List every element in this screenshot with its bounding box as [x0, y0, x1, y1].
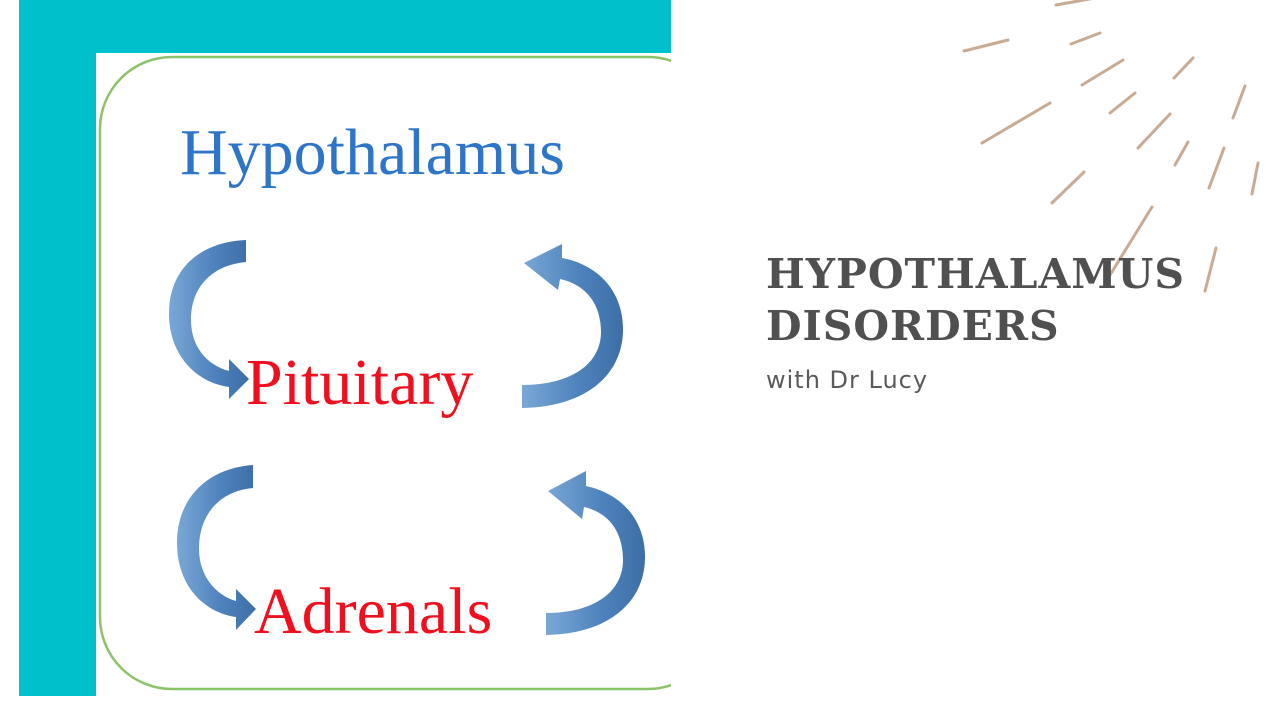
- slide-subtitle: with Dr Lucy: [766, 366, 929, 394]
- slide-title: HYPOTHALAMUS DISORDERS: [766, 248, 1246, 352]
- arrow-adrenals-to-pituitary-icon: [546, 471, 646, 635]
- hypothalamus-label: Hypothalamus: [180, 116, 565, 189]
- pituitary-label: Pituitary: [246, 346, 473, 419]
- hpa-axis-diagram: Hypothalamus Pituitary Adrenals: [96, 53, 671, 696]
- adrenals-label: Adrenals: [254, 575, 492, 648]
- arrow-pituitary-to-adrenals-icon: [176, 465, 256, 630]
- arrow-hypothalamus-to-pituitary-icon: [168, 240, 249, 399]
- title-line-2: DISORDERS: [766, 302, 1060, 350]
- title-line-1: HYPOTHALAMUS: [766, 250, 1185, 298]
- diagram-frame: [98, 55, 671, 691]
- diagram-canvas: Hypothalamus Pituitary Adrenals: [98, 55, 671, 691]
- arrow-pituitary-to-hypothalamus-icon: [522, 244, 624, 408]
- sunburst-decoration-icon: [962, 0, 1260, 293]
